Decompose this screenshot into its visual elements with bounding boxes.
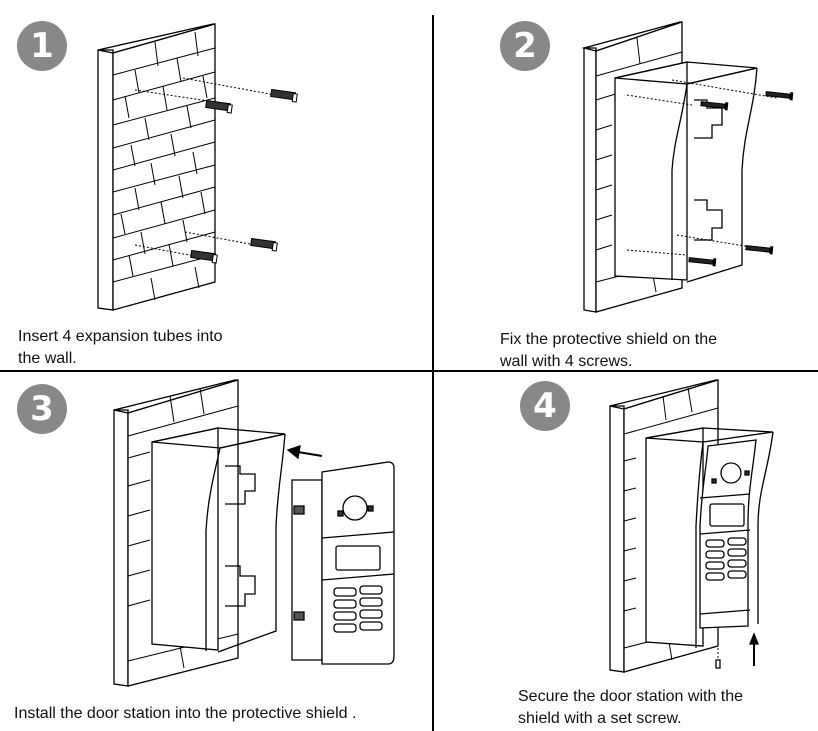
set-screw-icon — [716, 660, 720, 668]
caption-line: Insert 4 expansion tubes into — [18, 328, 223, 345]
step-3-caption: Install the door station into the protec… — [14, 703, 356, 725]
step-number-badge: 2 — [500, 21, 550, 71]
screw-icon — [765, 90, 794, 101]
step-1-caption: Insert 4 expansion tubes into the wall. — [18, 326, 223, 370]
step-number-badge: 3 — [17, 384, 67, 434]
guide-lines — [135, 78, 275, 257]
step-2-caption: Fix the protective shield on the wall wi… — [500, 329, 717, 373]
brick-pattern — [113, 32, 215, 300]
brick-wall-illustration — [95, 20, 315, 320]
screw-icon — [688, 256, 717, 267]
door-station-install-illustration — [110, 376, 400, 696]
expansion-tube-icon — [270, 89, 300, 101]
expansion-tube-icon — [205, 100, 235, 112]
screw-icon — [745, 244, 774, 255]
step-4-caption: Secure the door station with the shield … — [518, 686, 743, 730]
door-station-secured-illustration — [608, 376, 808, 676]
caption-line: Fix the protective shield on the — [500, 331, 718, 348]
shield-on-wall-illustration — [582, 20, 802, 320]
expansion-tube-icon — [190, 250, 220, 262]
step-number-badge: 1 — [17, 21, 67, 71]
caption-line: Install the door station into the protec… — [14, 705, 357, 722]
vertical-divider — [432, 15, 434, 731]
up-arrow-icon — [750, 634, 758, 666]
step-number-badge: 4 — [520, 381, 570, 431]
horizontal-divider — [0, 370, 818, 372]
screw-icon — [700, 100, 729, 111]
left-arrow-icon — [288, 446, 322, 458]
caption-line: shield with a set screw. — [518, 710, 682, 727]
caption-line: wall with 4 screws. — [500, 353, 633, 370]
caption-line: Secure the door station with the — [518, 688, 744, 705]
caption-line: the wall. — [18, 350, 77, 367]
expansion-tube-icon — [250, 238, 280, 250]
door-station-unit — [292, 462, 394, 664]
